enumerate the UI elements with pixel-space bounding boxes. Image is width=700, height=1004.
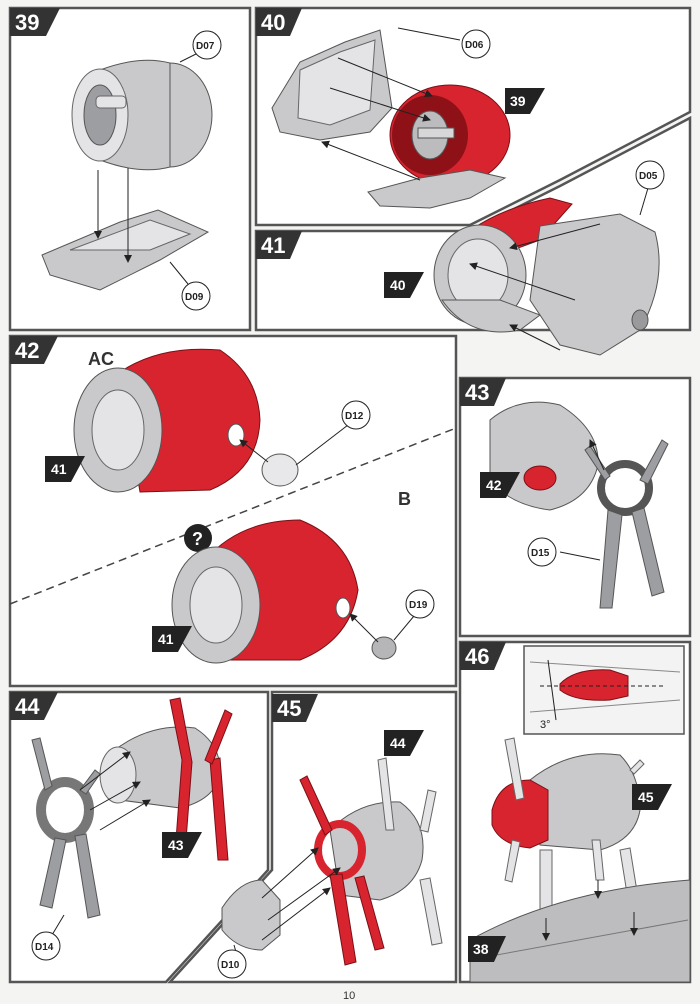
part-d19-shape	[371, 636, 397, 660]
step-40-panel: 40 D06 39	[254, 6, 692, 227]
part-callout-circle	[635, 160, 665, 190]
question-mark: ?	[192, 529, 203, 549]
step-45-legs	[377, 757, 443, 946]
step-41-grey-cowl	[529, 213, 660, 356]
step-39-lower-part	[41, 209, 210, 291]
part-d10-label: D10	[221, 960, 240, 971]
step-43-number: 43	[465, 380, 489, 405]
step-42-ref-41-ac: 41	[51, 461, 67, 477]
step-46-wing-surface	[469, 879, 691, 983]
part-callout-circle	[405, 589, 435, 619]
part-d06-label: D06	[465, 40, 484, 51]
step-46-ref-45: 45	[638, 789, 654, 805]
part-callout-circle	[461, 29, 491, 59]
step-41-red-cowl	[433, 197, 573, 333]
step-42-nacelle-b	[171, 519, 359, 664]
step-42-nacelle-ac	[73, 348, 261, 493]
step-41-panel: 41 D05 40	[254, 115, 692, 356]
step-40-red-nacelle	[389, 84, 511, 186]
part-callout-circle	[31, 931, 61, 961]
part-d14-label: D14	[35, 942, 54, 953]
step-44-number: 44	[15, 694, 40, 719]
angle-3-degrees-label: 3°	[540, 719, 551, 731]
step-43-gear-legs	[584, 439, 669, 609]
page-number: 10	[343, 990, 355, 1002]
step-40-ref-39: 39	[510, 93, 526, 109]
part-callout-circle	[192, 30, 222, 60]
step-39-nacelle	[71, 59, 213, 171]
variant-divider	[9, 427, 457, 605]
part-d09-label: D09	[185, 292, 204, 303]
step-42-ref-41-b: 41	[158, 631, 174, 647]
step-43-nacelle	[489, 401, 599, 511]
step-45-ref-44: 44	[390, 735, 406, 751]
step-40-lower-part	[367, 169, 507, 209]
part-d07-label: D07	[196, 41, 215, 52]
step-43-panel: 43 D15 42	[458, 376, 692, 638]
step-40-number: 40	[261, 10, 285, 35]
variant-ac-label: AC	[88, 349, 114, 369]
part-callout-circle	[341, 400, 371, 430]
part-callout-circle	[217, 949, 247, 979]
step-42-panel: 42 AC B D12 41 ? D19	[8, 334, 458, 688]
part-d12-label: D12	[345, 411, 364, 422]
part-d12-shape	[261, 453, 299, 487]
part-d19-label: D19	[409, 600, 428, 611]
step-44-red-legs	[169, 697, 233, 861]
step-39-number: 39	[15, 10, 39, 35]
step-44-panel: 44 D14 43	[8, 690, 270, 984]
step-45-number: 45	[277, 696, 301, 721]
step-39-panel: 39 D07 D09	[8, 6, 252, 332]
part-callout-circle	[527, 537, 557, 567]
part-d15-label: D15	[531, 548, 550, 559]
step-43-ref-42: 42	[486, 477, 502, 493]
step-41-number: 41	[261, 233, 285, 258]
step-46-angle-inset: 3°	[523, 645, 685, 735]
step-46-nacelle	[491, 753, 641, 851]
step-45-red-frame	[299, 775, 385, 966]
variant-b-label: B	[398, 489, 411, 509]
step-46-panel: 46 3° 45	[458, 640, 692, 984]
step-41-ref-40: 40	[390, 277, 406, 293]
part-callout-circle	[181, 281, 211, 311]
step-40-upper-cowl	[271, 29, 393, 141]
part-d05-label: D05	[639, 171, 658, 182]
step-45-panel: 45 D10 44	[167, 690, 458, 984]
step-44-grey-legs	[31, 737, 101, 919]
step-46-number: 46	[465, 644, 489, 669]
step-44-ref-43: 43	[168, 837, 184, 853]
step-42-number: 42	[15, 338, 39, 363]
question-icon	[184, 524, 212, 552]
step-46-ref-38: 38	[473, 941, 489, 957]
part-d10-shape	[221, 879, 281, 951]
